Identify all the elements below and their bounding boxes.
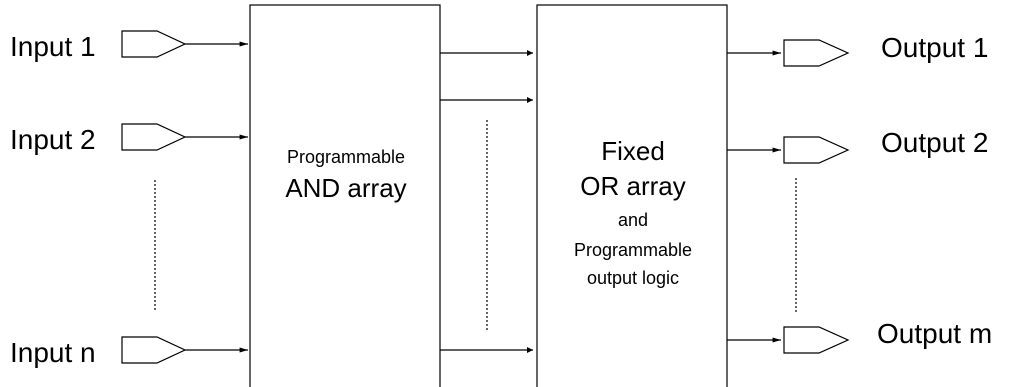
output-2-label: Output 2 xyxy=(881,127,988,158)
fixed-or-array-block xyxy=(536,4,728,387)
output-1-buffer xyxy=(727,39,850,67)
and-array-label-line1: Programmable xyxy=(287,147,405,167)
or-array-label-line4: Programmable xyxy=(574,240,692,260)
input-n-buffer xyxy=(121,336,248,364)
input-1-label: Input 1 xyxy=(10,31,96,62)
and-array-label-line2: AND array xyxy=(285,173,406,203)
programmable-and-array-block xyxy=(249,4,441,387)
or-array-label-line1: Fixed xyxy=(601,136,665,166)
input-1-buffer xyxy=(121,30,248,58)
or-array-label-line2: OR array xyxy=(580,171,685,201)
or-array-label-line3: and xyxy=(618,210,648,230)
output-2-buffer xyxy=(727,136,850,164)
output-m-buffer xyxy=(727,326,850,354)
output-m-label: Output m xyxy=(877,318,992,349)
input-2-label: Input 2 xyxy=(10,124,96,155)
input-n-label: Input n xyxy=(10,337,96,368)
input-2-buffer xyxy=(121,123,248,151)
or-array-label-line5: output logic xyxy=(587,268,679,288)
output-1-label: Output 1 xyxy=(881,32,988,63)
